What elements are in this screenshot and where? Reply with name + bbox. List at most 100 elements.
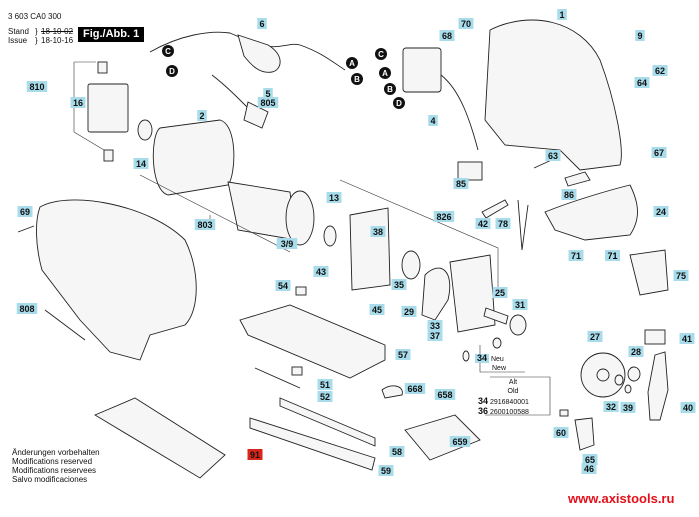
connector-c: C [375, 48, 387, 60]
callout-28[interactable]: 28 [628, 346, 644, 357]
callout-bg [673, 270, 689, 281]
callout-number: 38 [373, 227, 383, 237]
callout-number: 51 [320, 380, 330, 390]
callout-43[interactable]: 43 [313, 266, 329, 277]
stand-date: 18-10-02 [41, 27, 74, 36]
callout-27[interactable]: 27 [587, 331, 603, 342]
callout-85[interactable]: 85 [453, 178, 469, 189]
callout-668[interactable]: 668 [404, 383, 426, 394]
plug-cord-drawing [211, 74, 249, 109]
callout-35[interactable]: 35 [391, 279, 407, 290]
callout-bg [453, 178, 469, 189]
callout-bg [449, 436, 471, 447]
old-part-number: 2600100588 [489, 409, 529, 416]
callout-3-9[interactable]: 3/9 [276, 238, 298, 249]
callout-86[interactable]: 86 [561, 189, 577, 200]
callout-64[interactable]: 64 [634, 77, 650, 88]
callout-number: 810 [29, 82, 44, 92]
callout-25[interactable]: 25 [492, 287, 508, 298]
callout-41[interactable]: 41 [679, 333, 695, 344]
callout-16[interactable]: 16 [70, 97, 86, 108]
callout-9[interactable]: 9 [635, 30, 645, 41]
callout-45[interactable]: 45 [369, 304, 385, 315]
callout-63[interactable]: 63 [545, 150, 561, 161]
callout-58[interactable]: 58 [389, 446, 405, 457]
callout-number: 14 [136, 159, 146, 169]
callout-803[interactable]: 803 [194, 219, 216, 230]
callout-29[interactable]: 29 [401, 306, 417, 317]
callout-33[interactable]: 33 [427, 320, 443, 331]
callout-number: 25 [495, 288, 505, 298]
callout-37[interactable]: 37 [427, 330, 443, 341]
callout-number: 28 [631, 347, 641, 357]
callout-52[interactable]: 52 [317, 391, 333, 402]
guide-41-drawing [644, 329, 666, 345]
issue-label: Issue [8, 36, 28, 45]
callout-32[interactable]: 32 [603, 401, 619, 412]
callout-810[interactable]: 810 [26, 81, 48, 92]
callout-659[interactable]: 659 [449, 436, 471, 447]
callout-14[interactable]: 14 [133, 158, 149, 169]
brace-icon: } [35, 36, 38, 45]
callout-bg [628, 346, 644, 357]
website-link[interactable]: www.axistools.ru [568, 491, 675, 506]
callout-51[interactable]: 51 [317, 379, 333, 390]
callout-bg [276, 238, 298, 249]
callout-6[interactable]: 6 [257, 18, 267, 29]
callout-60[interactable]: 60 [553, 427, 569, 438]
callout-bg [16, 303, 38, 314]
callout-91[interactable]: 91 [247, 449, 263, 460]
callout-34-new[interactable]: 34 [475, 353, 490, 363]
callout-826[interactable]: 826 [433, 211, 455, 222]
washer-36-drawing [462, 350, 470, 362]
callout-bg [26, 81, 48, 92]
callout-40[interactable]: 40 [680, 402, 696, 413]
plug-drawing [243, 101, 269, 129]
plate-33-drawing [421, 267, 451, 321]
callout-2[interactable]: 2 [197, 110, 207, 121]
callout-39[interactable]: 39 [620, 402, 636, 413]
callout-31[interactable]: 31 [512, 299, 528, 310]
stand-issue-block: Stand}18-10-02 Issue}18-10-16 [8, 27, 73, 45]
callout-bg [263, 88, 273, 99]
callout-69[interactable]: 69 [17, 206, 33, 217]
callout-75[interactable]: 75 [673, 270, 689, 281]
callout-bg [428, 115, 438, 126]
callout-658[interactable]: 658 [434, 389, 456, 400]
callout-71[interactable]: 71 [605, 250, 620, 261]
callout-65[interactable]: 65 [582, 454, 598, 465]
callout-42[interactable]: 42 [475, 218, 491, 229]
callout-number: 39 [623, 403, 633, 413]
callout-62[interactable]: 62 [652, 65, 668, 76]
callout-46[interactable]: 46 [581, 463, 597, 474]
callout-70[interactable]: 70 [458, 18, 474, 29]
callout-57[interactable]: 57 [395, 349, 411, 360]
callout-68[interactable]: 68 [439, 30, 455, 41]
connector-circle [346, 57, 358, 69]
callout-13[interactable]: 13 [326, 192, 342, 203]
callout-78[interactable]: 78 [495, 218, 511, 229]
stator-drawing [152, 119, 235, 196]
callout-59[interactable]: 59 [378, 465, 394, 476]
disclaimer-line: Salvo modificaciones [12, 475, 88, 484]
callout-808[interactable]: 808 [16, 303, 38, 314]
callout-38[interactable]: 38 [370, 226, 386, 237]
callout-67[interactable]: 67 [651, 147, 667, 158]
callout-bg [17, 206, 33, 217]
callout-5[interactable]: 5 [263, 88, 273, 99]
callout-1[interactable]: 1 [557, 9, 567, 20]
callout-number: 58 [392, 447, 402, 457]
callout-number: 91 [250, 450, 260, 460]
callout-54[interactable]: 54 [275, 280, 291, 291]
callout-bg [257, 97, 279, 108]
callout-bg [652, 65, 668, 76]
new-note: 34 Neu New [475, 354, 506, 373]
callout-bg [553, 427, 569, 438]
callout-number: 59 [381, 466, 391, 476]
callout-71[interactable]: 71 [568, 250, 584, 261]
callout-24[interactable]: 24 [653, 206, 669, 217]
callout-805[interactable]: 805 [257, 97, 279, 108]
callout-bg [70, 97, 86, 108]
document-number: 3 603 CA0 300 [8, 12, 62, 21]
callout-4[interactable]: 4 [428, 115, 438, 126]
